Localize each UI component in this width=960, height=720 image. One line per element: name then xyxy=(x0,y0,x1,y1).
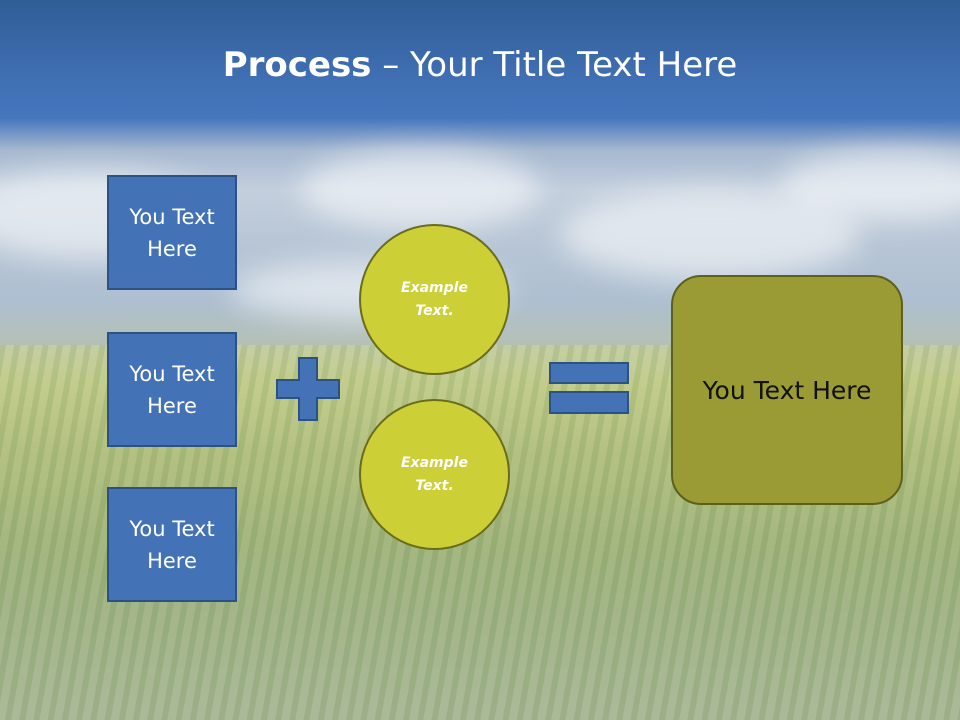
equals-icon[interactable] xyxy=(548,361,630,417)
result-label: You Text Here xyxy=(702,375,872,405)
example-circle-2[interactable]: Example Text. xyxy=(359,399,510,550)
cloud-decoration xyxy=(780,150,960,220)
text-box-3[interactable]: You Text Here xyxy=(107,487,237,602)
result-box[interactable]: You Text Here xyxy=(671,275,903,505)
title-bar: Process – Your Title Text Here xyxy=(0,0,960,140)
text-box-1[interactable]: You Text Here xyxy=(107,175,237,290)
example-circle-1[interactable]: Example Text. xyxy=(359,224,510,375)
text-box-label: You Text Here xyxy=(129,361,215,418)
circle-label: Example Text. xyxy=(401,454,468,494)
text-box-label: You Text Here xyxy=(129,204,215,261)
title-rest: – Your Title Text Here xyxy=(371,45,738,85)
text-box-label: You Text Here xyxy=(129,516,215,573)
cloud-decoration xyxy=(300,150,540,230)
text-box-2[interactable]: You Text Here xyxy=(107,332,237,447)
plus-icon[interactable] xyxy=(275,356,341,422)
circle-label: Example Text. xyxy=(401,279,468,319)
title-bold: Process xyxy=(222,45,372,85)
slide-title[interactable]: Process – Your Title Text Here xyxy=(223,45,738,85)
